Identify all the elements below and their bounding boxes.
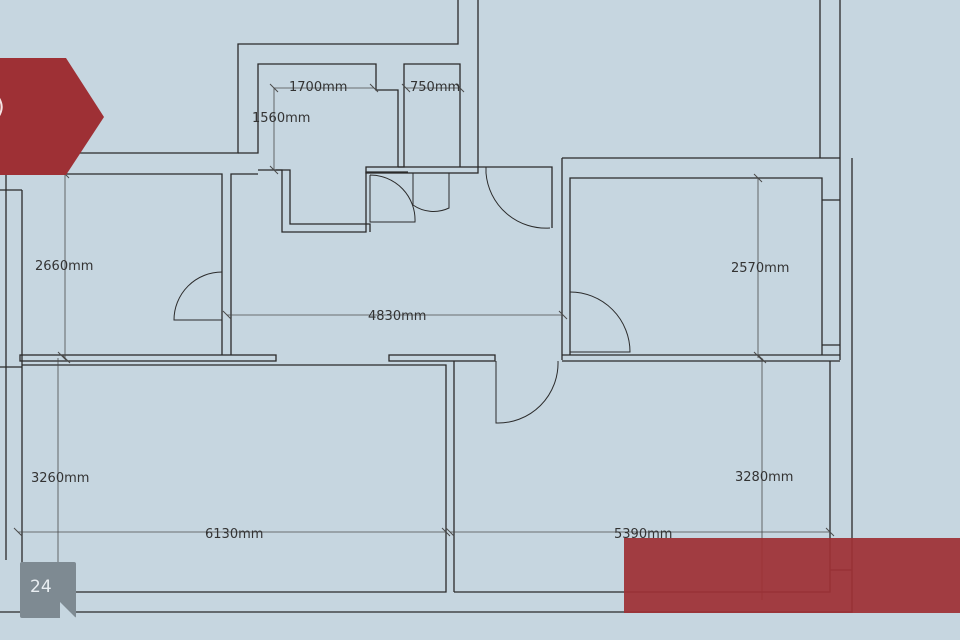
doors (173, 167, 631, 424)
dim-bottom-left-width: 6130mm (205, 527, 263, 542)
red-banner (624, 538, 960, 613)
dim-hall-width: 4830mm (368, 309, 426, 324)
red-tag-glyph: ) (0, 95, 5, 120)
dimension-labels: 1700mm 750mm 1560mm 2660mm 2570mm 4830mm… (31, 80, 793, 542)
dim-top-width: 1700mm (289, 80, 347, 95)
dim-bottom-right-height: 3280mm (735, 470, 793, 485)
dim-top-height: 1560mm (252, 111, 310, 126)
badge-24: 24 (20, 562, 76, 618)
dim-top-right-width: 750mm (410, 80, 460, 95)
dim-right-room-height: 2570mm (731, 261, 789, 276)
walls (0, 0, 853, 613)
red-tag (0, 58, 104, 175)
dim-left-room-height: 2660mm (35, 259, 93, 274)
dimension-lines (13, 83, 835, 600)
dim-bottom-left-height: 3260mm (31, 471, 89, 486)
badge-label: 24 (30, 577, 52, 597)
